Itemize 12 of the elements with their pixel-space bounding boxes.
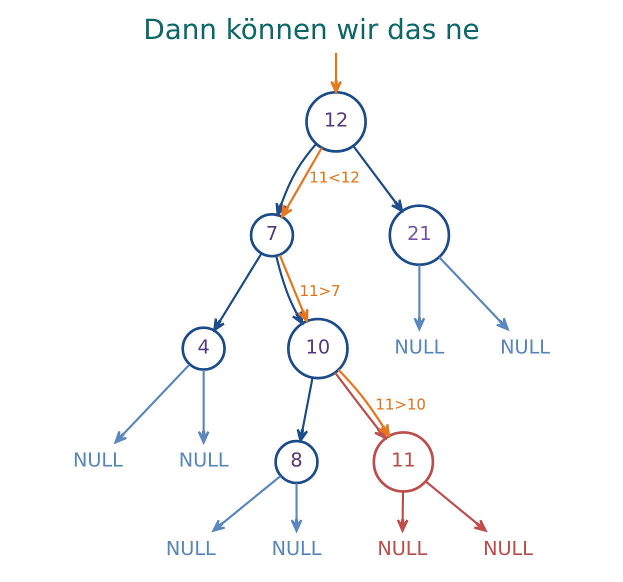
edge-label: 11<12 — [309, 168, 360, 187]
edge-label: 11>10 — [375, 395, 426, 414]
node-text: NULL — [166, 536, 216, 560]
node-text: NULL — [483, 536, 533, 560]
edge-label: 11>7 — [300, 282, 341, 300]
node-text: NULL — [377, 536, 428, 560]
node-text: NULL — [500, 335, 550, 358]
node-text: NULL — [72, 448, 123, 472]
node-text: NULL — [272, 536, 322, 560]
node-text: NULL — [178, 448, 229, 472]
diagram-title: Dann können wir das ne — [143, 13, 480, 46]
node-text: NULL — [394, 335, 444, 358]
